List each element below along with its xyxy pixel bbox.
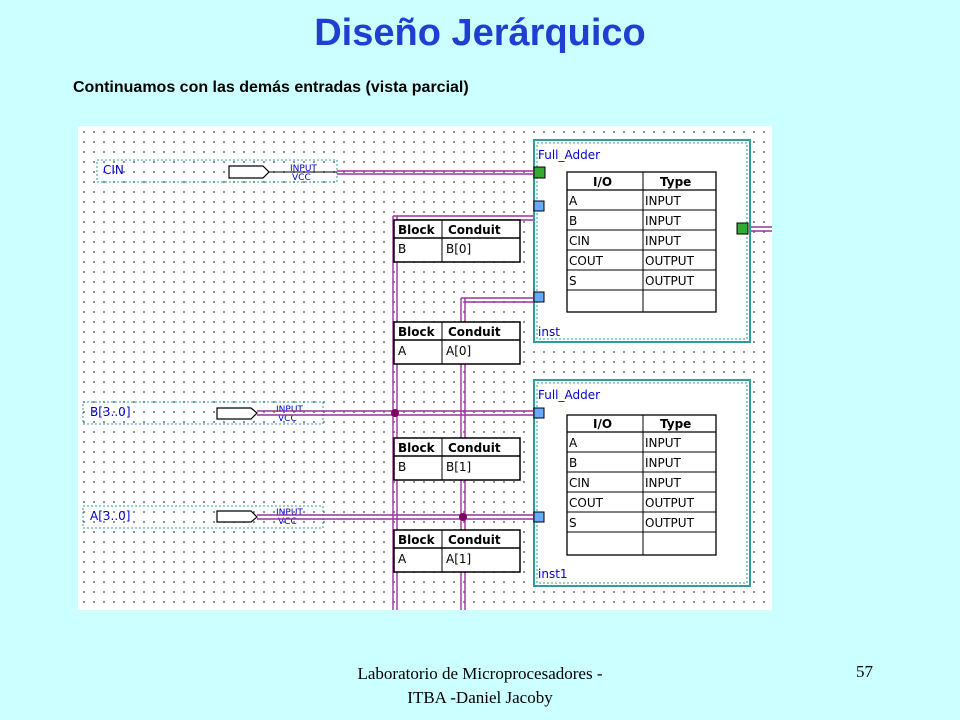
svg-text:inst: inst [538, 325, 560, 339]
svg-text:INPUT: INPUT [645, 194, 682, 208]
svg-text:OUTPUT: OUTPUT [645, 274, 695, 288]
svg-text:B[0]: B[0] [446, 242, 471, 256]
svg-text:INPUT: INPUT [276, 508, 303, 518]
svg-text:A: A [569, 194, 578, 208]
svg-text:OUTPUT: OUTPUT [645, 516, 695, 530]
svg-text:Conduit: Conduit [448, 325, 501, 339]
conduit-box-b0[interactable]: Block Conduit B B[0] [393, 219, 521, 263]
svg-text:B: B [398, 242, 406, 256]
svg-text:S: S [569, 274, 577, 288]
full-adder-block-inst1[interactable]: Full_Adder inst1 I/O Type A INPUT B INPU… [533, 379, 751, 587]
svg-text:A[1]: A[1] [446, 552, 471, 566]
svg-text:I/O: I/O [593, 417, 612, 431]
svg-text:Conduit: Conduit [448, 533, 501, 547]
svg-text:A: A [398, 552, 407, 566]
svg-text:A: A [569, 436, 578, 450]
svg-text:INPUT: INPUT [276, 405, 303, 415]
svg-text:OUTPUT: OUTPUT [645, 496, 695, 510]
svg-text:S: S [569, 516, 577, 530]
input-pin-b-bus[interactable]: B[3..0] INPUT VCC [82, 401, 324, 425]
svg-text:Conduit: Conduit [448, 223, 501, 237]
svg-text:COUT: COUT [569, 496, 604, 510]
footer-line-1: Laboratorio de Microprocesadores - [357, 664, 603, 683]
svg-text:VCC: VCC [278, 517, 297, 527]
svg-text:A: A [398, 344, 407, 358]
slide-subtitle: Continuamos con las demás entradas (vist… [73, 79, 469, 96]
svg-text:Block: Block [398, 223, 436, 237]
svg-text:CIN: CIN [569, 476, 590, 490]
svg-text:Block: Block [398, 325, 436, 339]
junction-b-bus [391, 409, 399, 417]
svg-text:A[3..0]: A[3..0] [90, 509, 130, 523]
svg-text:INPUT: INPUT [290, 164, 317, 174]
conduit-box-a0[interactable]: Block Conduit A A[0] [393, 321, 521, 365]
svg-text:CIN: CIN [569, 234, 590, 248]
svg-text:Conduit: Conduit [448, 441, 501, 455]
svg-text:OUTPUT: OUTPUT [645, 254, 695, 268]
svg-text:INPUT: INPUT [645, 436, 682, 450]
page-number: 57 [856, 662, 873, 681]
svg-text:INPUT: INPUT [645, 214, 682, 228]
svg-text:Full_Adder: Full_Adder [538, 148, 600, 162]
input-pin-cin[interactable]: CIN INPUT VCC [96, 159, 338, 183]
full-adder-block-inst[interactable]: Full_Adder inst I/O Type A INPUT B INPUT… [533, 139, 751, 343]
svg-text:CIN: CIN [103, 163, 124, 177]
slide-title: Diseño Jerárquico [314, 12, 646, 54]
svg-text:B[1]: B[1] [446, 460, 471, 474]
svg-text:Type: Type [660, 417, 691, 431]
svg-text:A[0]: A[0] [446, 344, 471, 358]
svg-text:inst1: inst1 [538, 567, 568, 581]
svg-text:VCC: VCC [292, 173, 311, 183]
svg-text:B: B [569, 456, 577, 470]
svg-text:B[3..0]: B[3..0] [90, 405, 131, 419]
input-pin-a-bus[interactable]: A[3..0] INPUT VCC [82, 505, 324, 529]
svg-text:VCC: VCC [278, 414, 297, 424]
svg-text:B: B [569, 214, 577, 228]
svg-text:COUT: COUT [569, 254, 604, 268]
svg-text:Block: Block [398, 533, 436, 547]
svg-text:I/O: I/O [593, 175, 612, 189]
svg-text:INPUT: INPUT [645, 456, 682, 470]
slide-footer: Laboratorio de Microprocesadores - ITBA … [300, 662, 660, 710]
svg-text:Full_Adder: Full_Adder [538, 388, 600, 402]
svg-text:B: B [398, 460, 406, 474]
svg-text:Block: Block [398, 441, 436, 455]
conduit-box-a1[interactable]: Block Conduit A A[1] [393, 529, 521, 573]
footer-line-2: ITBA -Daniel Jacoby [407, 688, 553, 707]
junction-a-bus [459, 513, 467, 521]
svg-text:Type: Type [660, 175, 691, 189]
svg-text:INPUT: INPUT [645, 234, 682, 248]
svg-text:INPUT: INPUT [645, 476, 682, 490]
conduit-box-b1[interactable]: Block Conduit B B[1] [393, 437, 521, 481]
schematic-canvas[interactable]: CIN INPUT VCC B[3..0] INPUT VCC A[3..0] … [78, 126, 772, 610]
